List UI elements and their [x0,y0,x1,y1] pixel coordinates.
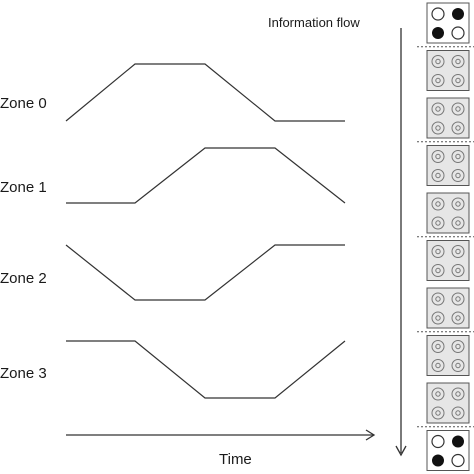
ring-dot [431,150,445,163]
ring-dot [451,264,465,277]
ring-dot-center [435,58,441,65]
zone-1-waveform [66,147,346,204]
zone-0-label: Zone 0 [0,95,47,112]
ring-dot [451,359,465,372]
ring-dot-center [455,410,461,416]
information-flow-column [417,2,474,471]
ring-dot-center [435,391,441,397]
empty-dot [431,7,445,21]
information-flow-arrowhead [395,445,407,457]
zone-3-waveform [66,340,346,399]
filled-dot [432,27,444,39]
ring-dot [451,216,465,230]
time-axis-label: Time [219,451,252,468]
ring-dot-center [435,201,441,207]
ring-dot [431,359,445,372]
ring-dot-center [435,343,441,350]
ring-dot-center [455,58,461,65]
empty-dot [451,26,465,40]
ring-dot-center [455,153,461,160]
ring-dot-center [455,125,461,131]
column-cell [426,192,470,234]
column-cell [426,50,470,91]
ring-dot [451,311,465,325]
zone-1-label: Zone 1 [0,179,47,196]
ring-dot [451,74,465,87]
zone-2-waveform [65,244,345,301]
ring-dot-center [455,362,461,369]
ring-dot-center [435,125,441,131]
column-cell [426,287,470,329]
time-axis-arrowhead [365,429,376,441]
information-flow-title: Information flow [268,15,360,30]
ring-dot [431,55,445,68]
ring-dot-center [455,267,461,274]
column-cell [426,145,470,186]
zone-3-label: Zone 3 [0,365,47,382]
filled-dot [432,454,444,467]
ring-dot-center [435,315,441,321]
ring-dot-center [455,315,461,321]
ring-dot [431,340,445,353]
ring-dot-center [435,362,441,369]
ring-dot [431,102,445,116]
empty-dot [451,453,465,468]
ring-dot [431,216,445,230]
filled-dot [452,8,464,20]
ring-dot-center [435,296,441,302]
ring-dot-center [455,343,461,350]
ring-dot-center [455,220,461,226]
ring-dot [451,169,465,182]
ring-dot [431,121,445,135]
ring-dot [451,121,465,135]
ring-dot [451,340,465,353]
ring-dot [431,406,445,420]
ring-dot-center [455,248,461,255]
ring-dot-center [435,106,441,112]
ring-dot [431,197,445,211]
ring-dot [431,387,445,401]
ring-dot [451,292,465,306]
ring-dot [451,387,465,401]
ring-dot-center [455,77,461,84]
ring-dot [431,74,445,87]
ring-dot [431,292,445,306]
zone-2-label: Zone 2 [0,270,47,287]
ring-dot-center [435,248,441,255]
column-cell [426,97,470,139]
ring-dot [431,245,445,258]
ring-dot-center [435,153,441,160]
ring-dot-center [455,172,461,179]
ring-dot-center [455,201,461,207]
ring-dot [431,311,445,325]
ring-dot-center [455,391,461,397]
column-cell [426,382,470,424]
ring-dot-center [455,106,461,112]
ring-dot-center [435,77,441,84]
zone-waveforms [65,63,346,399]
zone-0-waveform [65,63,345,122]
ring-dot [451,197,465,211]
ring-dot-center [435,267,441,274]
ring-dot [451,150,465,163]
column-cell [426,240,470,281]
ring-dot-center [455,296,461,302]
ring-dot [431,264,445,277]
column-cell [426,430,470,471]
column-cell [426,335,470,376]
column-cell [426,2,470,44]
ring-dot-center [435,172,441,179]
ring-dot [451,102,465,116]
ring-dot [431,169,445,182]
ring-dot [451,55,465,68]
ring-dot [451,245,465,258]
empty-dot [431,434,445,449]
filled-dot [452,435,464,448]
ring-dot-center [435,220,441,226]
ring-dot-center [435,410,441,416]
ring-dot [451,406,465,420]
